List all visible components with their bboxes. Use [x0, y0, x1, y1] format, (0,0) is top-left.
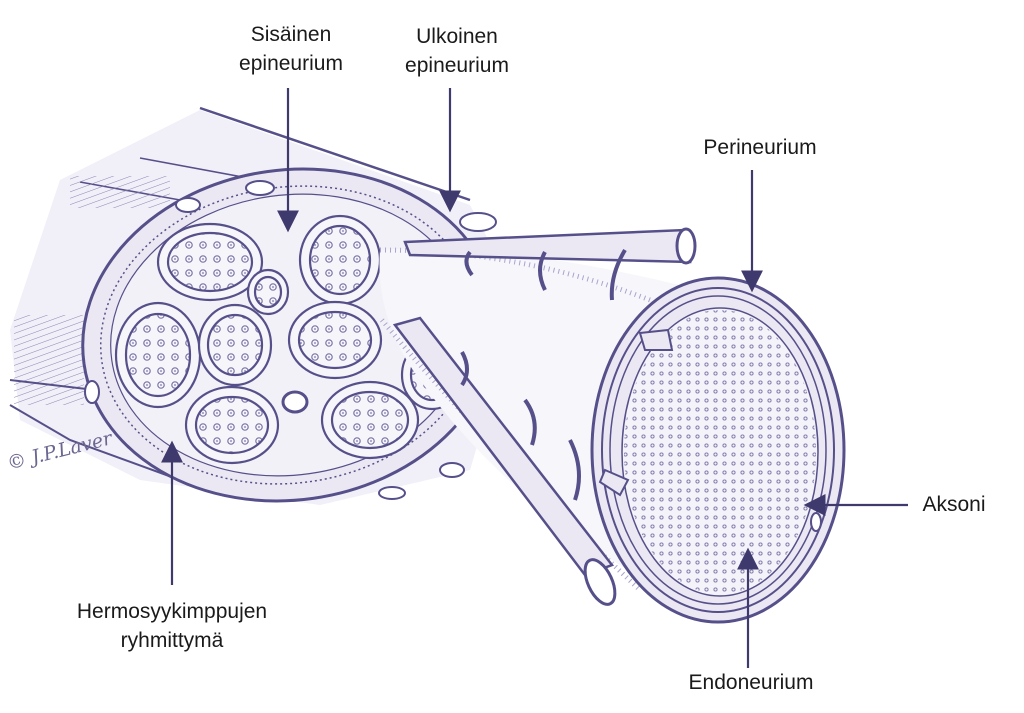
fascicle-cross-section: [590, 276, 846, 624]
label-perineurium: Perineurium: [703, 136, 817, 159]
pointer-arrows: [161, 88, 908, 668]
label-inner-epineurium: Sisäinen epineurium: [239, 23, 343, 75]
label-axon: Aksoni: [922, 493, 986, 516]
label-endoneurium: Endoneurium: [688, 671, 814, 694]
label-fascicle-group: Hermosyykimppujen ryhmittymä: [76, 600, 268, 652]
label-outer-epineurium: Ulkoinen epineurium: [405, 25, 509, 77]
